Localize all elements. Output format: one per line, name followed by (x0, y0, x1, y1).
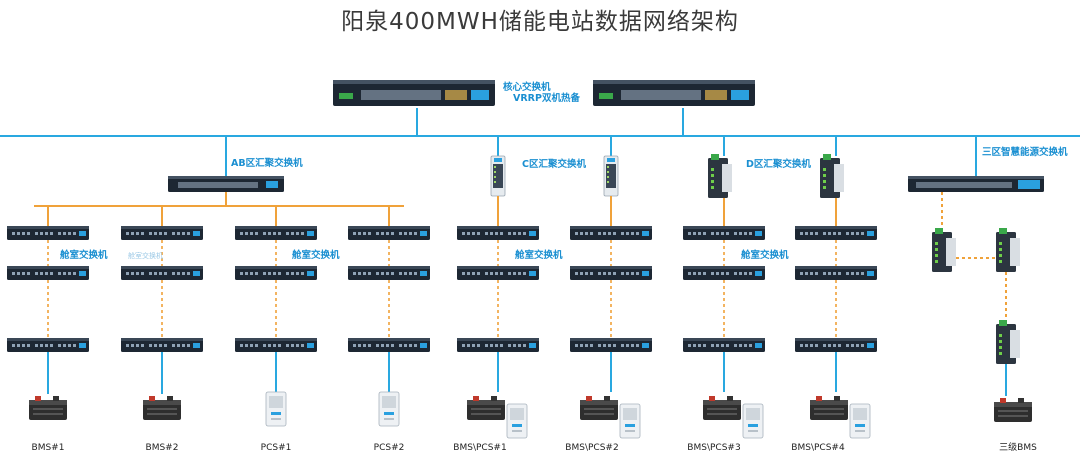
cabin-switch-label: 舱室交换机 (292, 249, 340, 261)
device-label: PCS#1 (261, 443, 292, 452)
pcs-cabinet-icon (849, 403, 871, 439)
cabin-switch (457, 338, 539, 352)
cabin-switch (683, 338, 765, 352)
cabin-switch (795, 338, 877, 352)
d-aggregation-switch-2 (820, 154, 844, 198)
ab-aggregation-label: AB区汇聚交换机 (231, 157, 303, 169)
pcs-cabinet-icon (265, 391, 287, 427)
cabin-switch (570, 338, 652, 352)
cabin-switch (121, 226, 203, 240)
device-label: BMS\PCS#1 (453, 443, 506, 452)
c-aggregation-switch-1 (490, 155, 506, 197)
battery-icon (810, 396, 848, 420)
cabin-switch (570, 266, 652, 280)
c-aggregation-label: C区汇聚交换机 (522, 158, 586, 170)
cabin-switch (7, 266, 89, 280)
cabin-switch (348, 338, 430, 352)
page-title: 阳泉400MWH储能电站数据网络架构 (341, 9, 739, 35)
cabin-switch-label-faint: 舱室交换机 (128, 251, 163, 260)
cabin-switch (795, 266, 877, 280)
battery-icon (143, 396, 181, 420)
cabin-switch (121, 266, 203, 280)
core-switch-1 (333, 80, 495, 106)
pcs-cabinet-icon (619, 403, 641, 439)
cabin-switch (121, 338, 203, 352)
cabin-switch (348, 226, 430, 240)
cabin-switch (683, 266, 765, 280)
battery-icon (29, 396, 67, 420)
zone3-switch-label: 三区智慧能源交换机 (982, 146, 1068, 158)
battery-icon (703, 396, 741, 420)
zone3-din-switch-2 (996, 228, 1020, 272)
device-label: BMS#2 (146, 443, 179, 452)
cabin-switch (235, 266, 317, 280)
zone3-energy-switch (908, 176, 1044, 192)
zone3-din-switch-3 (996, 320, 1020, 364)
cabin-switch-label: 舱室交换机 (741, 249, 789, 261)
device-label: BMS#1 (32, 443, 65, 452)
ab-aggregation-switch (168, 176, 284, 192)
cabin-switch-label: 舱室交换机 (515, 249, 563, 261)
cabin-switch (7, 338, 89, 352)
cabin-switch (683, 226, 765, 240)
cabin-switch-label: 舱室交换机 (60, 249, 108, 261)
core-switch-2 (593, 80, 755, 106)
pcs-cabinet-icon (378, 391, 400, 427)
cabin-switch-columns (7, 206, 877, 394)
device-label: BMS\PCS#3 (687, 443, 740, 452)
zone3-din-switch-1 (932, 228, 956, 272)
pcs-cabinet-icon (506, 403, 528, 439)
device-label: BMS\PCS#2 (565, 443, 618, 452)
cabin-switch (795, 226, 877, 240)
device-label: 三级BMS (999, 441, 1037, 452)
d-aggregation-switch-1 (708, 154, 732, 198)
d-aggregation-label: D区汇聚交换机 (746, 158, 811, 170)
battery-icon (580, 396, 618, 420)
battery-icon (994, 398, 1032, 422)
device-label: BMS\PCS#4 (791, 443, 845, 452)
core-switch-label-2: VRRP双机热备 (513, 92, 580, 104)
battery-icon (467, 396, 505, 420)
cabin-switch (348, 266, 430, 280)
cabin-switch (457, 266, 539, 280)
cabin-switch (235, 226, 317, 240)
core-switch-label: 核心交换机 (503, 81, 551, 93)
device-label: PCS#2 (374, 443, 405, 452)
cabin-switch (235, 338, 317, 352)
cabin-switch (457, 226, 539, 240)
cabin-switch (570, 226, 652, 240)
c-aggregation-switch-2 (603, 155, 619, 197)
cabin-switch (7, 226, 89, 240)
pcs-cabinet-icon (742, 403, 764, 439)
